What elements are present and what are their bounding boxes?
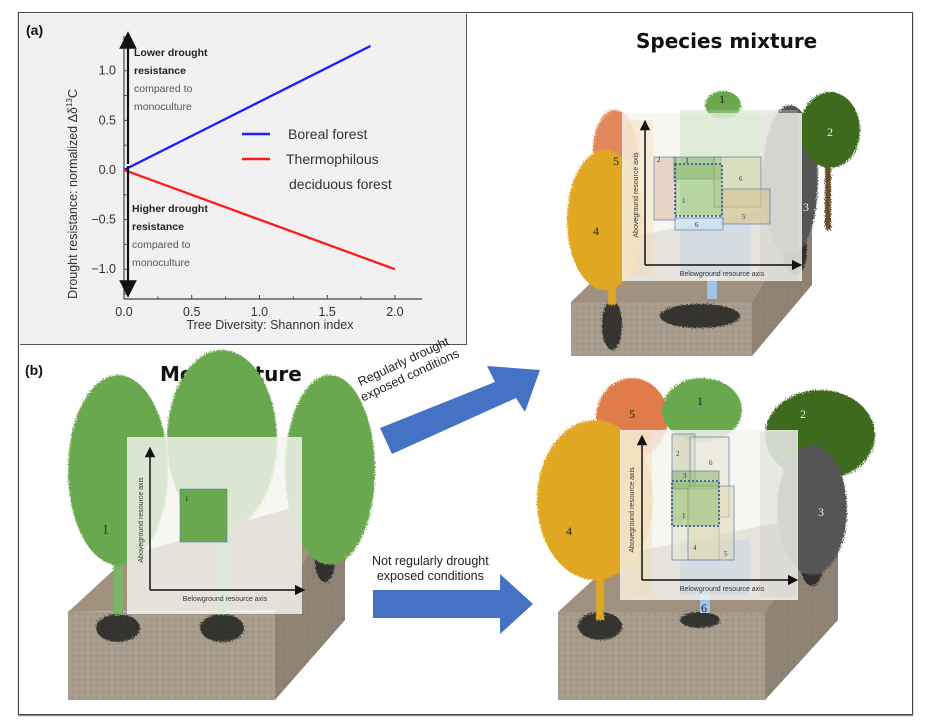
x-tick-label: 0.5 [183,305,200,319]
tree-number: 2 [800,407,806,421]
arrow-regularly-drought-icon [380,366,540,454]
niche-number: 1 [682,512,686,520]
niche-box-species4 [674,217,724,231]
legend-label-thermophilous-1: Thermophilous [286,151,379,167]
mixture-top-scene: 1 2 3 4 5 6 Aboveground resource axis Be… [567,91,860,356]
niche-number: 6 [695,221,699,229]
niche-number: 2 [676,450,680,458]
tree-species1-icon [705,91,741,119]
niche-number: 1 [185,495,189,503]
niche-number: 1 [682,197,686,205]
arrow-label-line: Not regularly drought [372,554,489,568]
x-tick-label: 0.0 [115,305,132,319]
tree-number: 2 [827,125,833,139]
y-tick-label: −0.5 [91,213,116,227]
y-tick-label: −1.0 [91,262,116,276]
lower-annotation-bold-1: Higher drought [132,203,208,215]
niche-number: 6 [739,175,743,183]
monoculture-tree-number: 1 [102,523,109,538]
aboveground-axis-label: Aboveground resource axis [138,477,145,563]
niche-number: 4 [693,544,697,552]
x-tick-label: 1.5 [318,305,335,319]
y-tick-label: 1.0 [99,64,116,78]
arrow-not-regularly-drought-icon [373,574,533,634]
aboveground-axis-label: Aboveground resource axis [629,467,636,553]
tree-number: 1 [719,92,725,106]
legend-label-thermophilous-2: deciduous forest [289,176,392,192]
series-line-boreal [123,44,372,172]
root-icon [96,614,140,642]
y-tick-label: 0.0 [99,163,116,177]
niche-box-species1 [671,480,720,527]
tree-number: 5 [629,407,635,421]
niche-number: 5 [724,550,728,558]
niche-number: 5 [742,213,746,221]
niche-number: 2 [657,156,661,164]
aboveground-axis-label: Aboveground resource axis [633,152,640,238]
belowground-axis-label: Belowground resource axis [183,596,268,603]
root-icon [200,614,244,642]
tree-number: 3 [818,505,824,519]
arrow-not-regular-drought-label: Not regularly drought exposed conditions [372,554,489,584]
mixture-bottom-scene: 5 1 2 3 4 6 Aboveground resource axis Be… [537,378,875,700]
belowground-axis-label: Belowground resource axis [680,271,765,278]
arrow-not-regular-drought [373,574,533,634]
monoculture-scene: 1 Aboveground resource axis Belowground … [68,350,375,700]
arrow-regular-drought [380,366,540,454]
arrow-label-line: exposed conditions [376,569,484,583]
upper-annotation-bold-2: resistance [134,65,186,77]
x-tick-label: 1.0 [251,305,268,319]
panel-b-label: (b) [25,362,43,378]
tree-number: 4 [566,524,572,538]
x-axis-label: Tree Diversity: Shannon index [187,318,355,332]
series-line-thermophilous [123,168,396,271]
tree-number: 5 [613,154,619,168]
lower-annotation-1: compared to [132,239,191,251]
niche-box-species1 [179,488,228,543]
lower-annotation-2: monoculture [132,257,190,269]
panel-a-label: (a) [26,22,44,38]
tree-number: 3 [803,200,809,214]
upper-annotation-bold-1: Lower drought [134,47,208,59]
upper-annotation-1: compared to [134,83,193,95]
tree-number: 6 [701,601,707,615]
niche-box-species2 [653,156,677,221]
lower-annotation-bold-2: resistance [132,221,184,233]
tree-number: 1 [697,394,703,408]
niche-box-species5 [721,188,771,225]
x-tick-label: 2.0 [386,305,403,319]
niche-number: 3 [683,472,687,480]
upper-annotation-2: monoculture [134,101,192,113]
drought-resistance-chart: 0.0 0.5 1.0 1.5 2.0 1.0 0.5 0.0 −0.5 −1.0 Drought… [65,31,422,332]
niche-number: 3 [685,157,689,165]
tree-number: 4 [593,224,599,238]
y-tick-label: 0.5 [99,113,116,127]
y-axis-label: Drought resistance: normalized Δδ13C [65,89,80,299]
legend-label-boreal: Boreal forest [288,126,367,142]
niche-number: 6 [709,459,713,467]
niche-box-species1 [674,163,723,217]
species-mixture-title: Species mixture [636,29,818,53]
tree-species1-icon [662,378,742,442]
tree-species2-icon [800,92,860,168]
chart-legend: Boreal forest Thermophilous deciduous fo… [242,126,392,192]
tree-species1-icon [285,375,375,565]
panel-a-chart: (a) 0.0 0.5 1.0 1.5 2.0 1.0 0.5 0.0 −0.5 −1.0 Dro… [20,14,467,345]
belowground-axis-label: Belowground resource axis [680,586,765,593]
